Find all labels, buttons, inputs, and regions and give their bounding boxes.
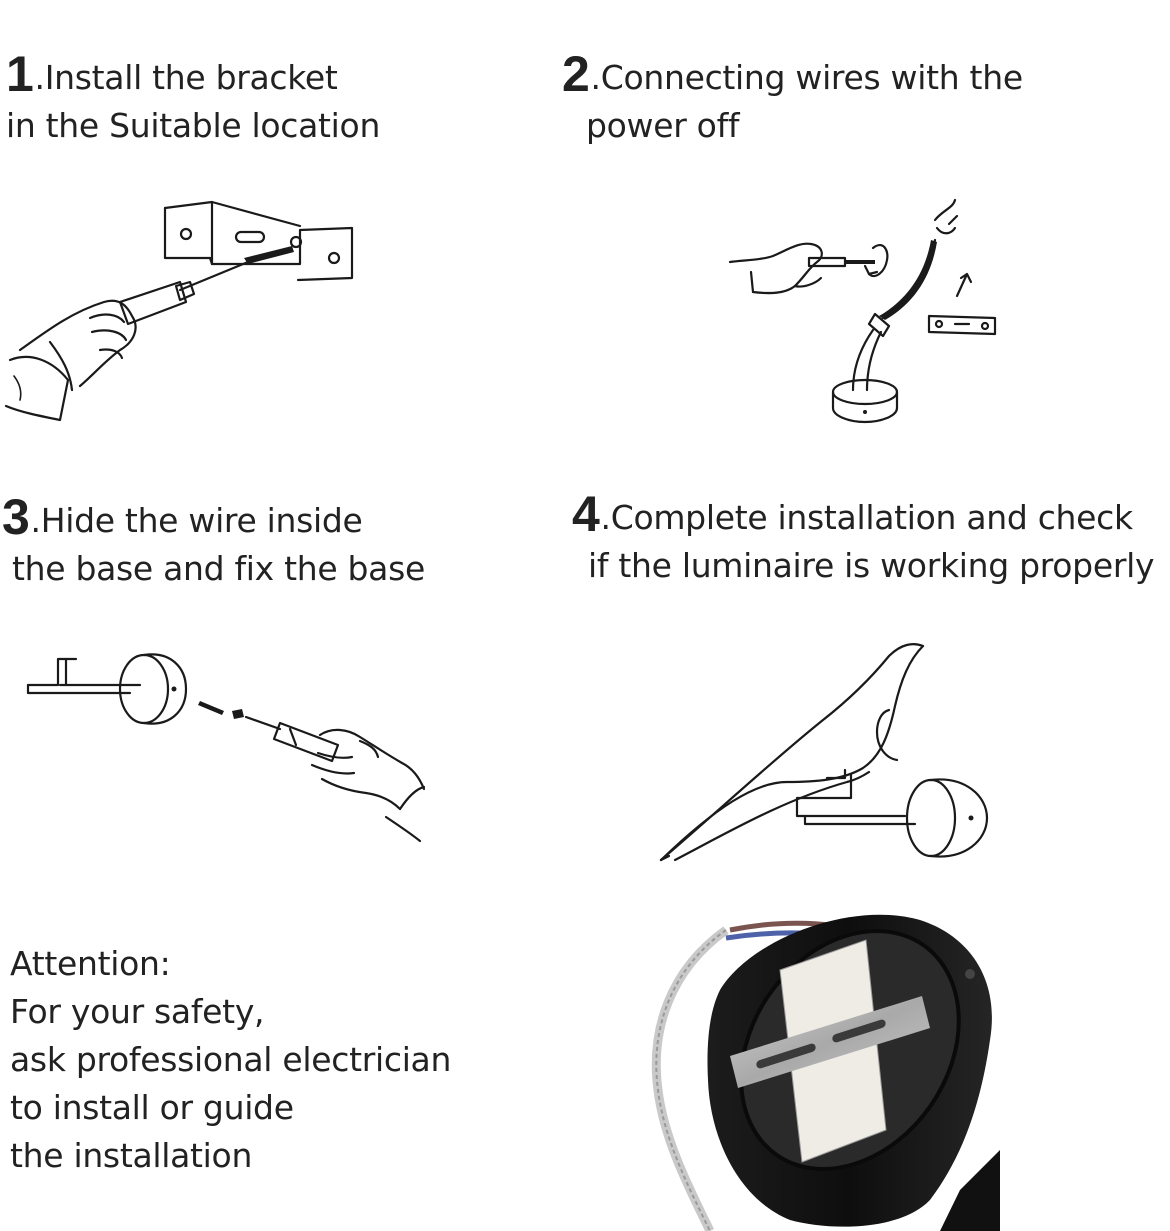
bird-wall-lamp-icon xyxy=(659,643,989,862)
step-text-line2: power off xyxy=(586,106,740,145)
hand-screwdriver-bracket-icon xyxy=(4,200,354,422)
attention-notice: Attention: For your safety, ask professi… xyxy=(10,940,451,1180)
step-text-line1: .Install the bracket xyxy=(34,58,338,97)
attention-line: For your safety, xyxy=(10,992,265,1031)
step-4: 4.Complete installation and check if the… xyxy=(572,489,1155,590)
hand-screwdriver-base-icon xyxy=(26,653,426,843)
step-number: 3 xyxy=(2,489,30,545)
step-text-line2: in the Suitable location xyxy=(6,106,381,145)
step-text-line1: .Connecting wires with the xyxy=(590,58,1024,97)
attention-title: Attention: xyxy=(10,944,171,983)
step-1: 1.Install the bracket in the Suitable lo… xyxy=(6,49,381,150)
lamp-base-led-driver-photo xyxy=(651,914,1000,1231)
attention-line: the installation xyxy=(10,1136,253,1175)
attention-line: to install or guide xyxy=(10,1088,294,1127)
step-text-line2: the base and fix the base xyxy=(12,549,425,588)
step-number: 2 xyxy=(562,46,590,102)
step-3: 3.Hide the wire inside the base and fix … xyxy=(2,492,425,593)
step-2: 2.Connecting wires with the power off xyxy=(562,49,1024,150)
step-text-line1: .Complete installation and check xyxy=(600,498,1134,537)
hand-wiring-connection-icon xyxy=(728,198,997,424)
step-number: 4 xyxy=(572,486,600,542)
step-text-line1: .Hide the wire inside xyxy=(30,501,363,540)
step-number: 1 xyxy=(6,46,34,102)
attention-line: ask professional electrician xyxy=(10,1040,452,1079)
step-text-line2: if the luminaire is working properly xyxy=(588,546,1155,585)
